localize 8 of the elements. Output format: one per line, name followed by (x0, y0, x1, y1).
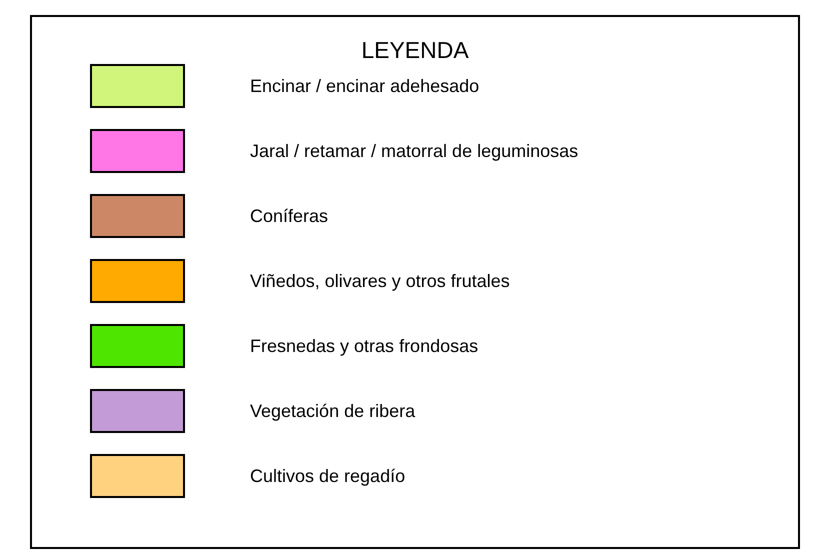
legend-label: Vegetación de ribera (250, 400, 416, 422)
legend-label: Viñedos, olivares y otros frutales (250, 270, 510, 292)
legend-label: Cultivos de regadío (250, 465, 406, 487)
legend-label: Coníferas (250, 205, 328, 227)
legend-title: LEYENDA (360, 37, 470, 64)
legend-label: Fresnedas y otras frondosas (250, 335, 478, 357)
legend-label: Encinar / encinar adehesado (250, 75, 480, 97)
legend-label: Jaral / retamar / matorral de leguminosas (250, 140, 578, 162)
